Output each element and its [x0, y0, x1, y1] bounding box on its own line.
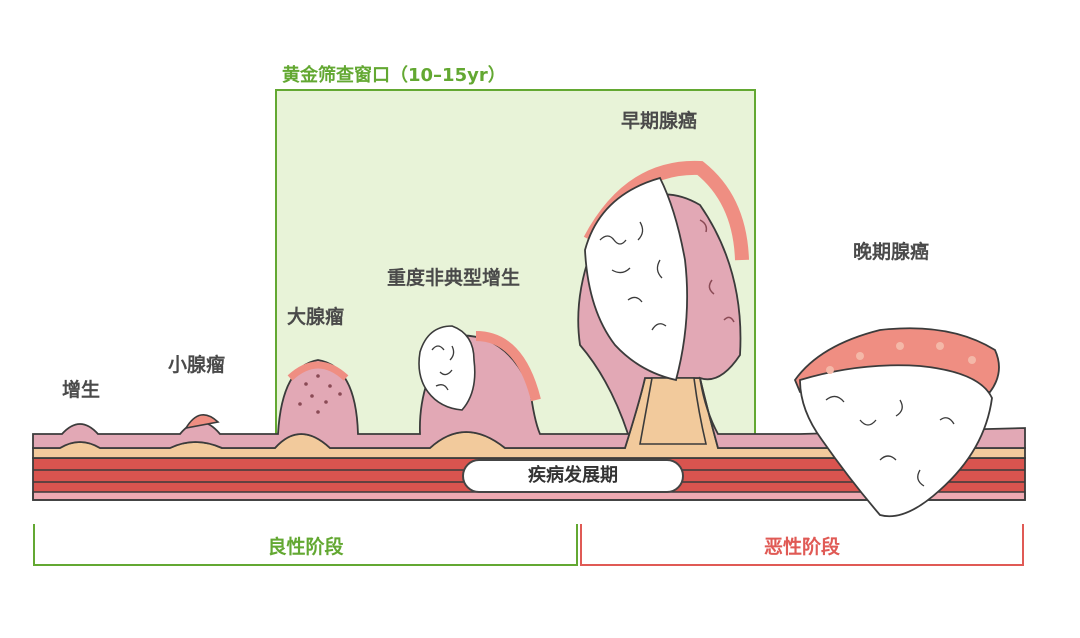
- stage-label-early-cancer: 早期腺癌: [621, 106, 697, 133]
- screening-window-title: 黄金筛查窗口（10–15yr）: [282, 61, 506, 87]
- malignant-phase-label: 恶性阶段: [581, 532, 1023, 559]
- early-cancer-stalk: [640, 378, 706, 444]
- stage-label-hyperplasia: 增生: [62, 375, 100, 402]
- stage-label-severe-dysplasia: 重度非典型增生: [387, 263, 520, 290]
- stage-label-large-adenoma: 大腺瘤: [287, 302, 344, 329]
- stage-label-late-cancer: 晚期腺癌: [853, 237, 929, 264]
- benign-phase-label: 良性阶段: [34, 532, 577, 559]
- stage-label-small-adenoma: 小腺瘤: [168, 350, 225, 377]
- development-period-label: 疾病发展期: [462, 459, 684, 493]
